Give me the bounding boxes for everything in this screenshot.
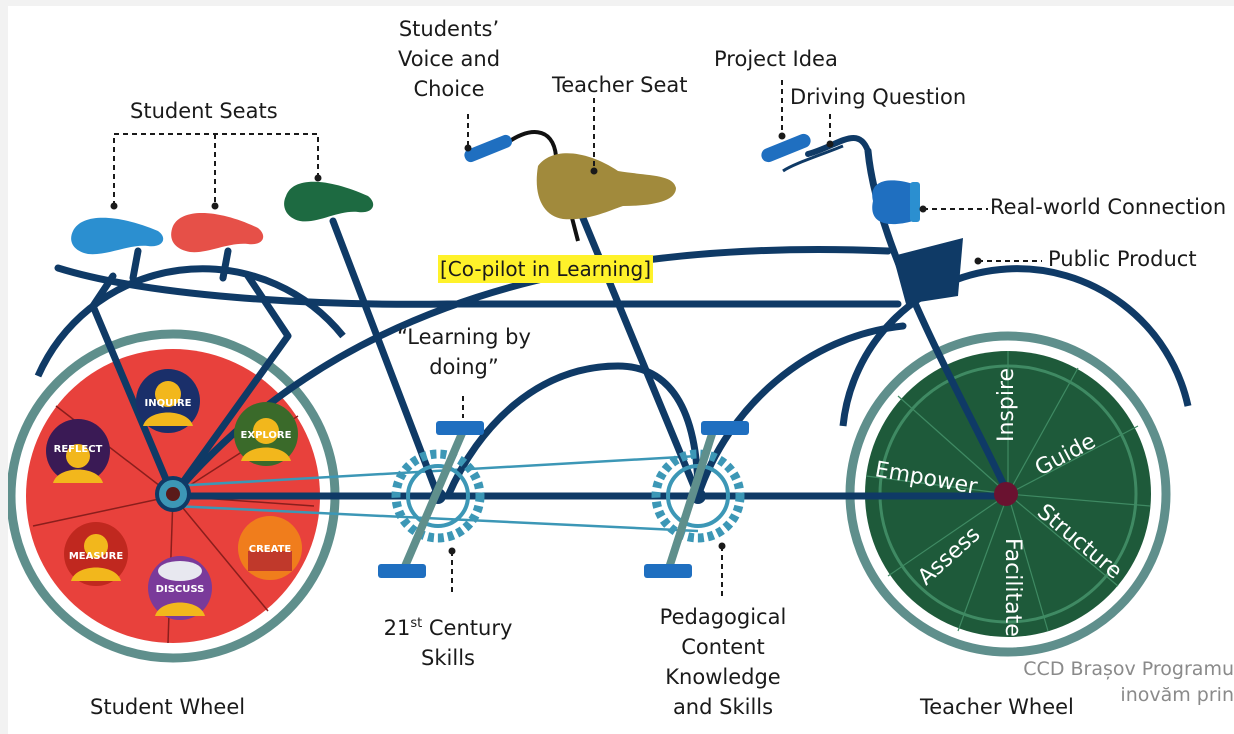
label-students-voice-line1: Students’ bbox=[398, 17, 500, 41]
wheel-word-inspire: Inspire bbox=[994, 368, 1019, 442]
label-students-voice: Students’ Voice and Choice bbox=[384, 14, 514, 104]
brake-lever bbox=[782, 144, 844, 173]
icon-measure: MEASURE bbox=[64, 522, 128, 586]
label-21st-century: 21st Century Skills bbox=[368, 613, 528, 673]
student-hub-center bbox=[166, 487, 180, 501]
leader-dots bbox=[110, 132, 982, 555]
bike-frame bbox=[54, 147, 1012, 500]
label-student-seats: Student Seats bbox=[130, 99, 278, 123]
basket bbox=[893, 238, 963, 304]
wheel-word-facilitate: Facilitate bbox=[1000, 538, 1025, 637]
label-students-voice-line3: Choice bbox=[413, 77, 485, 101]
front-fender bbox=[839, 265, 1192, 427]
label-learning-by-doing: “Learning by doing” bbox=[380, 322, 548, 382]
label-learning-line2: doing” bbox=[429, 355, 499, 379]
student-grip bbox=[464, 134, 512, 163]
label-teacher-wheel: Teacher Wheel bbox=[920, 695, 1074, 719]
label-copilot: [Co-pilot in Learning] bbox=[438, 255, 654, 283]
label-pck-line3: Knowledge bbox=[665, 665, 781, 689]
label-pck-line4: and Skills bbox=[672, 695, 774, 719]
label-21st-century-word: Century bbox=[422, 616, 513, 640]
icon-create-label: CREATE bbox=[249, 544, 292, 555]
icon-reflect: REFLECT bbox=[46, 419, 110, 483]
student-handlebar-stem bbox=[501, 130, 580, 242]
label-student-wheel: Student Wheel bbox=[90, 695, 246, 719]
icon-inquire: INQUIRE bbox=[136, 369, 200, 433]
label-21st-num: 21 bbox=[383, 616, 411, 640]
pedals bbox=[378, 421, 749, 578]
watermark-line2: inovăm prin bbox=[1120, 684, 1234, 706]
leader-lines bbox=[113, 80, 1042, 596]
label-students-voice-line2: Voice and bbox=[397, 47, 501, 71]
watermark: CCD Brașov Programu inovăm prin bbox=[1023, 656, 1234, 708]
label-pck: Pedagogical Content Knowledge and Skills bbox=[638, 602, 808, 722]
headlight bbox=[872, 180, 920, 225]
student-seat-green bbox=[284, 181, 374, 222]
label-pck-line1: Pedagogical bbox=[659, 605, 787, 629]
icon-inquire-label: INQUIRE bbox=[145, 398, 192, 409]
icon-measure-label: MEASURE bbox=[69, 551, 124, 562]
label-learning-line1: “Learning by bbox=[397, 325, 531, 349]
label-pck-line2: Content bbox=[681, 635, 765, 659]
teacher-hub bbox=[994, 482, 1018, 506]
teacher-grip bbox=[761, 133, 811, 163]
teacher-seat bbox=[536, 153, 676, 220]
label-project-idea: Project Idea bbox=[714, 47, 838, 71]
icon-explore: EXPLORE bbox=[234, 402, 298, 466]
icon-reflect-label: REFLECT bbox=[54, 444, 103, 455]
label-teacher-seat: Teacher Seat bbox=[552, 73, 688, 97]
label-public-product: Public Product bbox=[1048, 247, 1197, 271]
student-seat-blue bbox=[71, 217, 164, 255]
icon-create: CREATE bbox=[238, 516, 302, 580]
chain bbox=[172, 454, 699, 533]
icon-discuss: DISCUSS bbox=[148, 556, 212, 620]
label-21st-sup: st bbox=[410, 616, 423, 631]
teacher-handlebar bbox=[805, 135, 871, 157]
label-real-world: Real-world Connection bbox=[990, 195, 1227, 219]
label-21st-century-line2: Skills bbox=[421, 646, 475, 670]
diagram-canvas: INQUIRE EXPLORE CREATE DISCUSS MEASURE R… bbox=[8, 6, 1234, 734]
icon-explore-label: EXPLORE bbox=[241, 430, 292, 441]
watermark-line1: CCD Brașov Programu bbox=[1023, 658, 1234, 680]
icon-discuss-label: DISCUSS bbox=[156, 584, 205, 595]
tandem-bike-illustration: INQUIRE EXPLORE CREATE DISCUSS MEASURE R… bbox=[8, 80, 1192, 663]
label-driving-question: Driving Question bbox=[790, 85, 967, 109]
student-seat-red bbox=[171, 213, 264, 253]
label-21st-century-line1: 21st Century bbox=[368, 613, 528, 643]
